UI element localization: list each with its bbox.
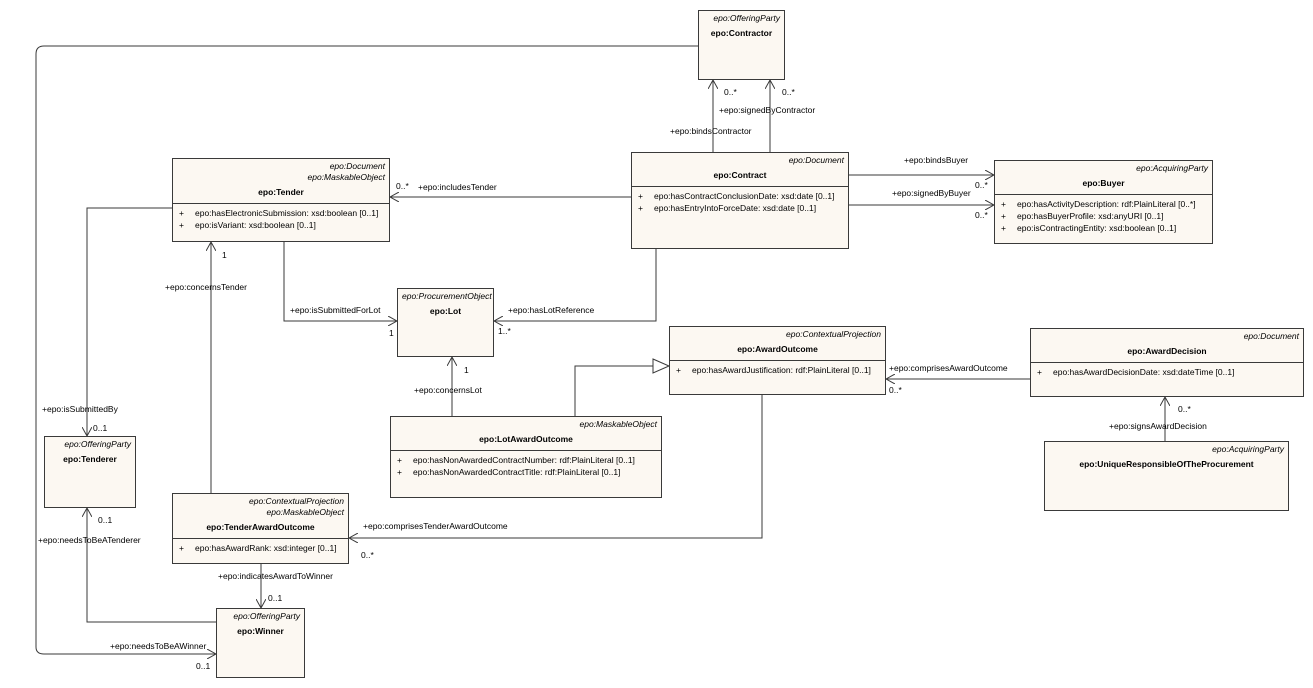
- attribute: +epo:hasEntryIntoForceDate: xsd:date [0.…: [638, 203, 817, 213]
- label-indicates-award-to-winner: +epo:indicatesAwardToWinner: [218, 571, 333, 581]
- stereotype: epo:OfferingParty: [713, 13, 780, 23]
- mult-contractor-1: 0..*: [724, 87, 737, 97]
- class-tender-award-outcome[interactable]: epo:ContextualProjection epo:MaskableObj…: [172, 493, 349, 564]
- stereotype: epo:AcquiringParty: [1212, 444, 1284, 454]
- label-signed-by-contractor: +epo:signedByContractor: [719, 105, 816, 115]
- class-name: epo:Tenderer: [63, 454, 117, 464]
- stereotype: epo:Document: [788, 155, 844, 165]
- stereotype: epo:MaskableObject: [266, 507, 345, 517]
- class-lot-award-outcome[interactable]: epo:MaskableObject epo:LotAwardOutcome +…: [390, 416, 662, 498]
- class-name: epo:Contractor: [710, 28, 773, 38]
- stereotype: epo:MaskableObject: [307, 172, 386, 182]
- stereotype: epo:AcquiringParty: [1136, 163, 1208, 173]
- attribute: +epo:hasElectronicSubmission: xsd:boolea…: [179, 208, 379, 218]
- mult-indicates-award-to-winner: 0..1: [268, 593, 283, 603]
- class-name: epo:UniqueResponsibleOfTheProcurement: [1079, 459, 1254, 469]
- mult-comprises-tender-award-outcome: 0..*: [361, 550, 374, 560]
- label-binds-buyer: +epo:bindsBuyer: [904, 155, 969, 165]
- edge-generalization: [574, 365, 653, 416]
- class-buyer[interactable]: epo:AcquiringParty epo:Buyer +epo:hasAct…: [994, 160, 1213, 244]
- attribute-list: +epo:hasContractConclusionDate: xsd:date…: [632, 186, 848, 217]
- edge-needs-to-be-a-winner: [35, 45, 698, 654]
- class-unique-responsible[interactable]: epo:AcquiringParty epo:UniqueResponsible…: [1044, 441, 1289, 511]
- class-contractor[interactable]: epo:OfferingParty epo:Contractor: [698, 10, 785, 80]
- class-name: epo:AwardOutcome: [737, 344, 818, 354]
- stereotype: epo:OfferingParty: [64, 439, 131, 449]
- label-has-lot-reference: +epo:hasLotReference: [508, 305, 595, 315]
- edge-is-submitted-by: [87, 207, 172, 436]
- attribute: +epo:hasAwardRank: xsd:integer [0..1]: [179, 543, 337, 553]
- mult-needs-to-be-a-winner: 0..1: [196, 661, 211, 671]
- edge-is-submitted-for-lot: [283, 242, 397, 321]
- mult-includes-tender: 0..*: [396, 181, 409, 191]
- mult-has-lot-reference: 1..*: [498, 326, 511, 336]
- class-name: epo:Tender: [258, 187, 304, 197]
- stereotype: epo:OfferingParty: [233, 611, 300, 621]
- label-binds-contractor: +epo:bindsContractor: [670, 126, 752, 136]
- attribute: +epo:hasNonAwardedContractTitle: rdf:Pla…: [397, 467, 621, 477]
- attribute: +epo:hasAwardDecisionDate: xsd:dateTime …: [1037, 367, 1235, 377]
- class-winner[interactable]: epo:OfferingParty epo:Winner: [216, 608, 305, 678]
- label-signed-by-buyer: +epo:signedByBuyer: [892, 188, 971, 198]
- class-award-outcome[interactable]: epo:ContextualProjection epo:AwardOutcom…: [669, 326, 886, 395]
- mult-concerns-tender: 1: [222, 250, 227, 260]
- label-comprises-tender-award-outcome: +epo:comprisesTenderAwardOutcome: [363, 521, 508, 531]
- stereotype: epo:ContextualProjection: [786, 329, 881, 339]
- class-contract[interactable]: epo:Document epo:Contract +epo:hasContra…: [631, 152, 849, 249]
- attribute: +epo:hasAwardJustification: rdf:PlainLit…: [676, 365, 871, 375]
- attribute: +epo:hasContractConclusionDate: xsd:date…: [638, 191, 835, 201]
- edge-comprises-tender-award-outcome: [349, 395, 763, 538]
- stereotype: epo:MaskableObject: [579, 419, 658, 429]
- label-concerns-tender: +epo:concernsTender: [165, 282, 247, 292]
- mult-signs-award-decision: 0..*: [1178, 404, 1191, 414]
- attribute: +epo:hasBuyerProfile: xsd:anyURI [0..1]: [1001, 211, 1164, 221]
- label-comprises-award-outcome: +epo:comprisesAwardOutcome: [889, 363, 1008, 373]
- mult-is-submitted-for-lot: 1: [389, 328, 394, 338]
- label-is-submitted-for-lot: +epo:isSubmittedForLot: [290, 305, 381, 315]
- attribute-list: +epo:hasAwardRank: xsd:integer [0..1]: [173, 538, 348, 557]
- attribute-list: +epo:hasAwardDecisionDate: xsd:dateTime …: [1031, 362, 1303, 381]
- label-concerns-lot: +epo:concernsLot: [414, 385, 482, 395]
- mult-concerns-lot: 1: [464, 365, 469, 375]
- attribute: +epo:isContractingEntity: xsd:boolean [0…: [1001, 223, 1177, 233]
- class-award-decision[interactable]: epo:Document epo:AwardDecision +epo:hasA…: [1030, 328, 1304, 397]
- class-name: epo:Contract: [713, 170, 767, 180]
- attribute: +epo:hasActivityDescription: rdf:PlainLi…: [1001, 199, 1196, 209]
- stereotype: epo:ContextualProjection: [249, 496, 344, 506]
- mult-is-submitted-by: 0..1: [93, 423, 108, 433]
- class-name: epo:Buyer: [1082, 178, 1125, 188]
- attribute-list: +epo:hasElectronicSubmission: xsd:boolea…: [173, 203, 389, 234]
- stereotype: epo:Document: [329, 161, 385, 171]
- attribute: +epo:isVariant: xsd:boolean [0..1]: [179, 220, 316, 230]
- mult-needs-to-be-a-tenderer: 0..1: [98, 515, 113, 525]
- mult-comprises-award-outcome: 0..*: [889, 385, 902, 395]
- class-name: epo:Lot: [429, 306, 462, 316]
- attribute-list: +epo:hasActivityDescription: rdf:PlainLi…: [995, 194, 1212, 237]
- mult-contractor-2: 0..*: [782, 87, 795, 97]
- mult-signed-by-buyer: 0..*: [975, 210, 988, 220]
- label-signs-award-decision: +epo:signsAwardDecision: [1109, 421, 1207, 431]
- edge-needs-to-be-a-tenderer: [87, 508, 216, 623]
- class-tenderer[interactable]: epo:OfferingParty epo:Tenderer: [44, 436, 136, 508]
- class-lot[interactable]: epo:ProcurementObject epo:Lot: [397, 288, 494, 357]
- class-tender[interactable]: epo:Document epo:MaskableObject epo:Tend…: [172, 158, 390, 242]
- label-needs-to-be-a-winner: +epo:needsToBeAWinner: [110, 641, 207, 651]
- stereotype: epo:ProcurementObject: [402, 291, 492, 301]
- stereotype: epo:Document: [1243, 331, 1299, 341]
- attribute: +epo:hasNonAwardedContractNumber: rdf:Pl…: [397, 455, 635, 465]
- label-includes-tender: +epo:includesTender: [418, 182, 497, 192]
- class-name: epo:AwardDecision: [1127, 346, 1207, 356]
- attribute-list: +epo:hasAwardJustification: rdf:PlainLit…: [670, 360, 885, 379]
- label-needs-to-be-a-tenderer: +epo:needsToBeATenderer: [38, 535, 141, 545]
- class-name: epo:LotAwardOutcome: [479, 434, 573, 444]
- generalization-triangle: [652, 358, 671, 374]
- edge-has-lot-reference: [494, 249, 657, 321]
- class-name: epo:Winner: [237, 626, 284, 636]
- attribute-list: +epo:hasNonAwardedContractNumber: rdf:Pl…: [391, 450, 661, 481]
- mult-binds-buyer: 0..*: [975, 180, 988, 190]
- class-name: epo:TenderAwardOutcome: [206, 522, 315, 532]
- label-is-submitted-by: +epo:isSubmittedBy: [42, 404, 118, 414]
